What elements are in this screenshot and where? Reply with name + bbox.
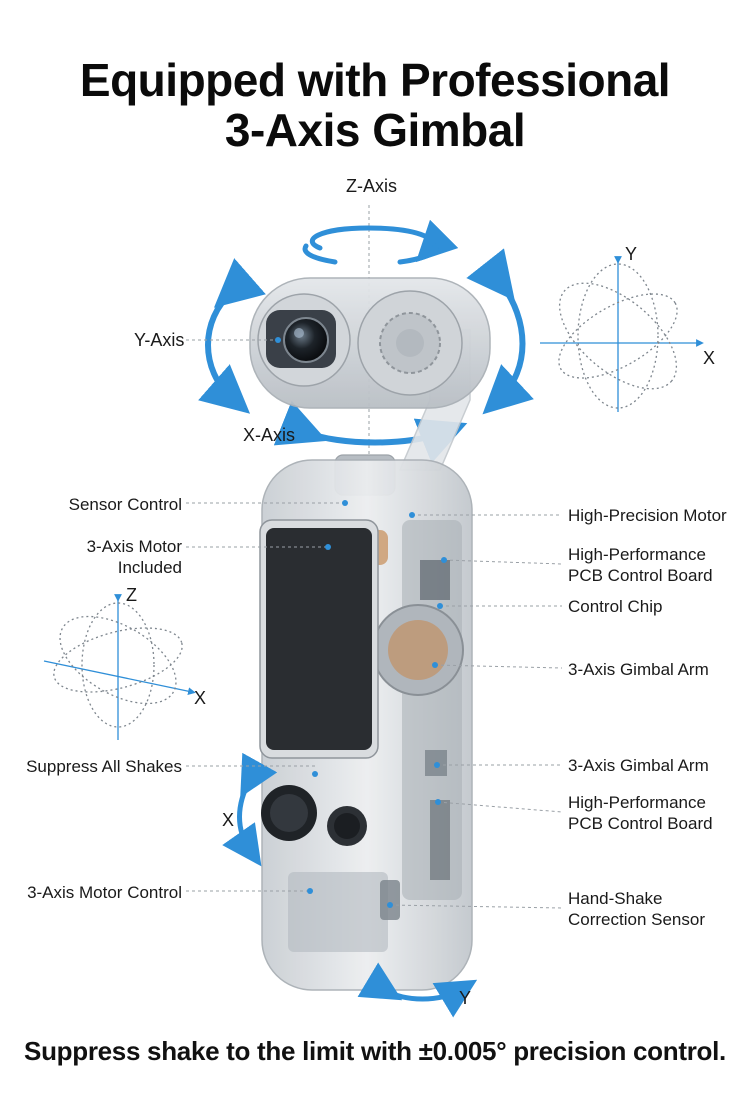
left-diagram-z-label: Z <box>126 585 137 605</box>
bottom-y-label: Y <box>459 988 472 1008</box>
title-line-2: 3-Axis Gimbal <box>224 104 526 156</box>
callout-shake-sensor: Hand-Shake Correction Sensor <box>568 888 705 930</box>
bottom-y-arrow <box>357 962 478 1018</box>
leader-lines-left <box>186 337 348 894</box>
callout-gimbal-arm-2: 3-Axis Gimbal Arm <box>568 755 709 776</box>
callout-text: Hand-Shake <box>568 889 663 908</box>
z-axis-label: Z-Axis <box>346 176 397 196</box>
callout-high-precision-motor: High-Precision Motor <box>568 505 727 526</box>
right-axis-diagram <box>540 256 704 412</box>
callout-text: Included <box>117 558 182 577</box>
callout-text: 3-Axis Gimbal Arm <box>568 660 709 679</box>
callout-sensor-control: Sensor Control <box>69 494 182 515</box>
y-rotation-arrow-right <box>466 248 534 415</box>
callout-text: PCB Control Board <box>568 566 713 585</box>
callout-text: High-Performance <box>568 793 706 812</box>
callout-gimbal-arm-1: 3-Axis Gimbal Arm <box>568 659 709 680</box>
callout-text: Suppress All Shakes <box>26 757 182 776</box>
callout-text: Control Chip <box>568 597 663 616</box>
callout-text: High-Precision Motor <box>568 506 727 525</box>
handle-x-arrow <box>222 752 278 867</box>
callout-text: Sensor Control <box>68 495 182 514</box>
z-rotation-arrow <box>302 219 459 265</box>
callout-suppress-shakes: Suppress All Shakes <box>26 756 182 777</box>
device-screen <box>266 528 372 750</box>
leader-lines-right <box>387 512 563 909</box>
callout-text: Correction Sensor <box>568 910 706 929</box>
handle-x-label: X <box>222 810 235 830</box>
callout-text: 3-Axis Gimbal Arm <box>568 756 709 775</box>
left-diagram-x-label: X <box>194 688 207 708</box>
callout-control-chip: Control Chip <box>568 596 663 617</box>
battery-module <box>288 872 388 952</box>
callout-motor-included: 3-Axis Motor Included <box>87 536 182 578</box>
page-title: Equipped with Professional 3-Axis Gimbal <box>0 55 750 155</box>
callout-text: High-Performance <box>568 545 706 564</box>
callout-text: PCB Control Board <box>568 814 713 833</box>
callout-motor-control: 3-Axis Motor Control <box>27 882 182 903</box>
right-diagram-y-label: Y <box>625 244 638 264</box>
y-axis-label: Y-Axis <box>134 330 185 350</box>
camera-head <box>249 277 491 409</box>
left-axis-diagram <box>43 594 196 740</box>
x-axis-label: X-Axis <box>243 425 296 445</box>
callout-text: 3-Axis Motor Control <box>27 883 182 902</box>
tagline: Suppress shake to the limit with ±0.005°… <box>24 1036 726 1066</box>
callout-pcb-board-2: High-Performance PCB Control Board <box>568 792 713 834</box>
right-diagram-x-label: X <box>703 348 716 368</box>
callout-pcb-board-1: High-Performance PCB Control Board <box>568 544 713 586</box>
y-rotation-arrow-left <box>198 258 266 414</box>
title-line-1: Equipped with Professional <box>79 54 671 106</box>
callout-text: 3-Axis Motor <box>86 537 182 556</box>
